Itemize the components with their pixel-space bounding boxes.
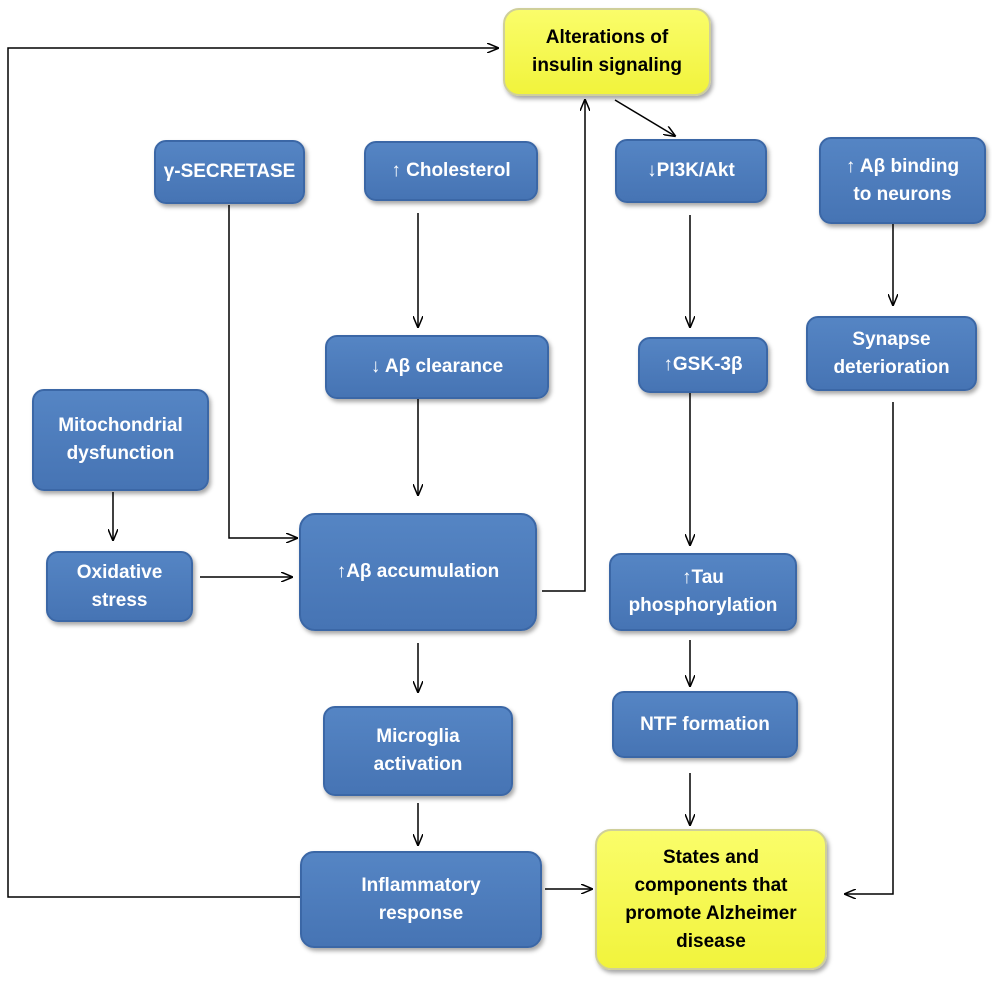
abeta-binding-box: ↑ Aβ binding to neurons <box>819 137 986 224</box>
ntf-formation-box: NTF formation <box>612 691 798 758</box>
arrow-inflammatory-to-insulin <box>7 48 498 898</box>
abeta-accumulation-box: ↑Aβ accumulation <box>299 513 537 631</box>
arrow-gamma-to-accumulation <box>228 205 297 538</box>
mitochondrial-dysfunction-box: Mitochondrial dysfunction <box>32 389 209 491</box>
arrow-accumulation-to-insulin <box>542 100 585 592</box>
microglia-activation-box: Microglia activation <box>323 706 513 796</box>
abeta-clearance-box: ↓ Aβ clearance <box>325 335 549 399</box>
oxidative-stress-box: Oxidative stress <box>46 551 193 622</box>
alzheimer-states-box: States and components that promote Alzhe… <box>595 829 827 970</box>
pi3k-akt-box: ↓PI3K/Akt <box>615 139 767 203</box>
cholesterol-box: ↑ Cholesterol <box>364 141 538 201</box>
insulin-signaling-box: Alterations of insulin signaling <box>503 8 711 96</box>
arrow-synapse-to-states <box>845 402 894 894</box>
synapse-deterioration-box: Synapse deterioration <box>806 316 977 391</box>
inflammatory-response-box: Inflammatory response <box>300 851 542 948</box>
gsk-3beta-box: ↑GSK-3β <box>638 337 768 393</box>
tau-phosphorylation-box: ↑Tau phosphorylation <box>609 553 797 631</box>
arrow-insulin-to-pi3k <box>614 99 675 136</box>
gamma-secretase-box: γ-SECRETASE <box>154 140 305 204</box>
